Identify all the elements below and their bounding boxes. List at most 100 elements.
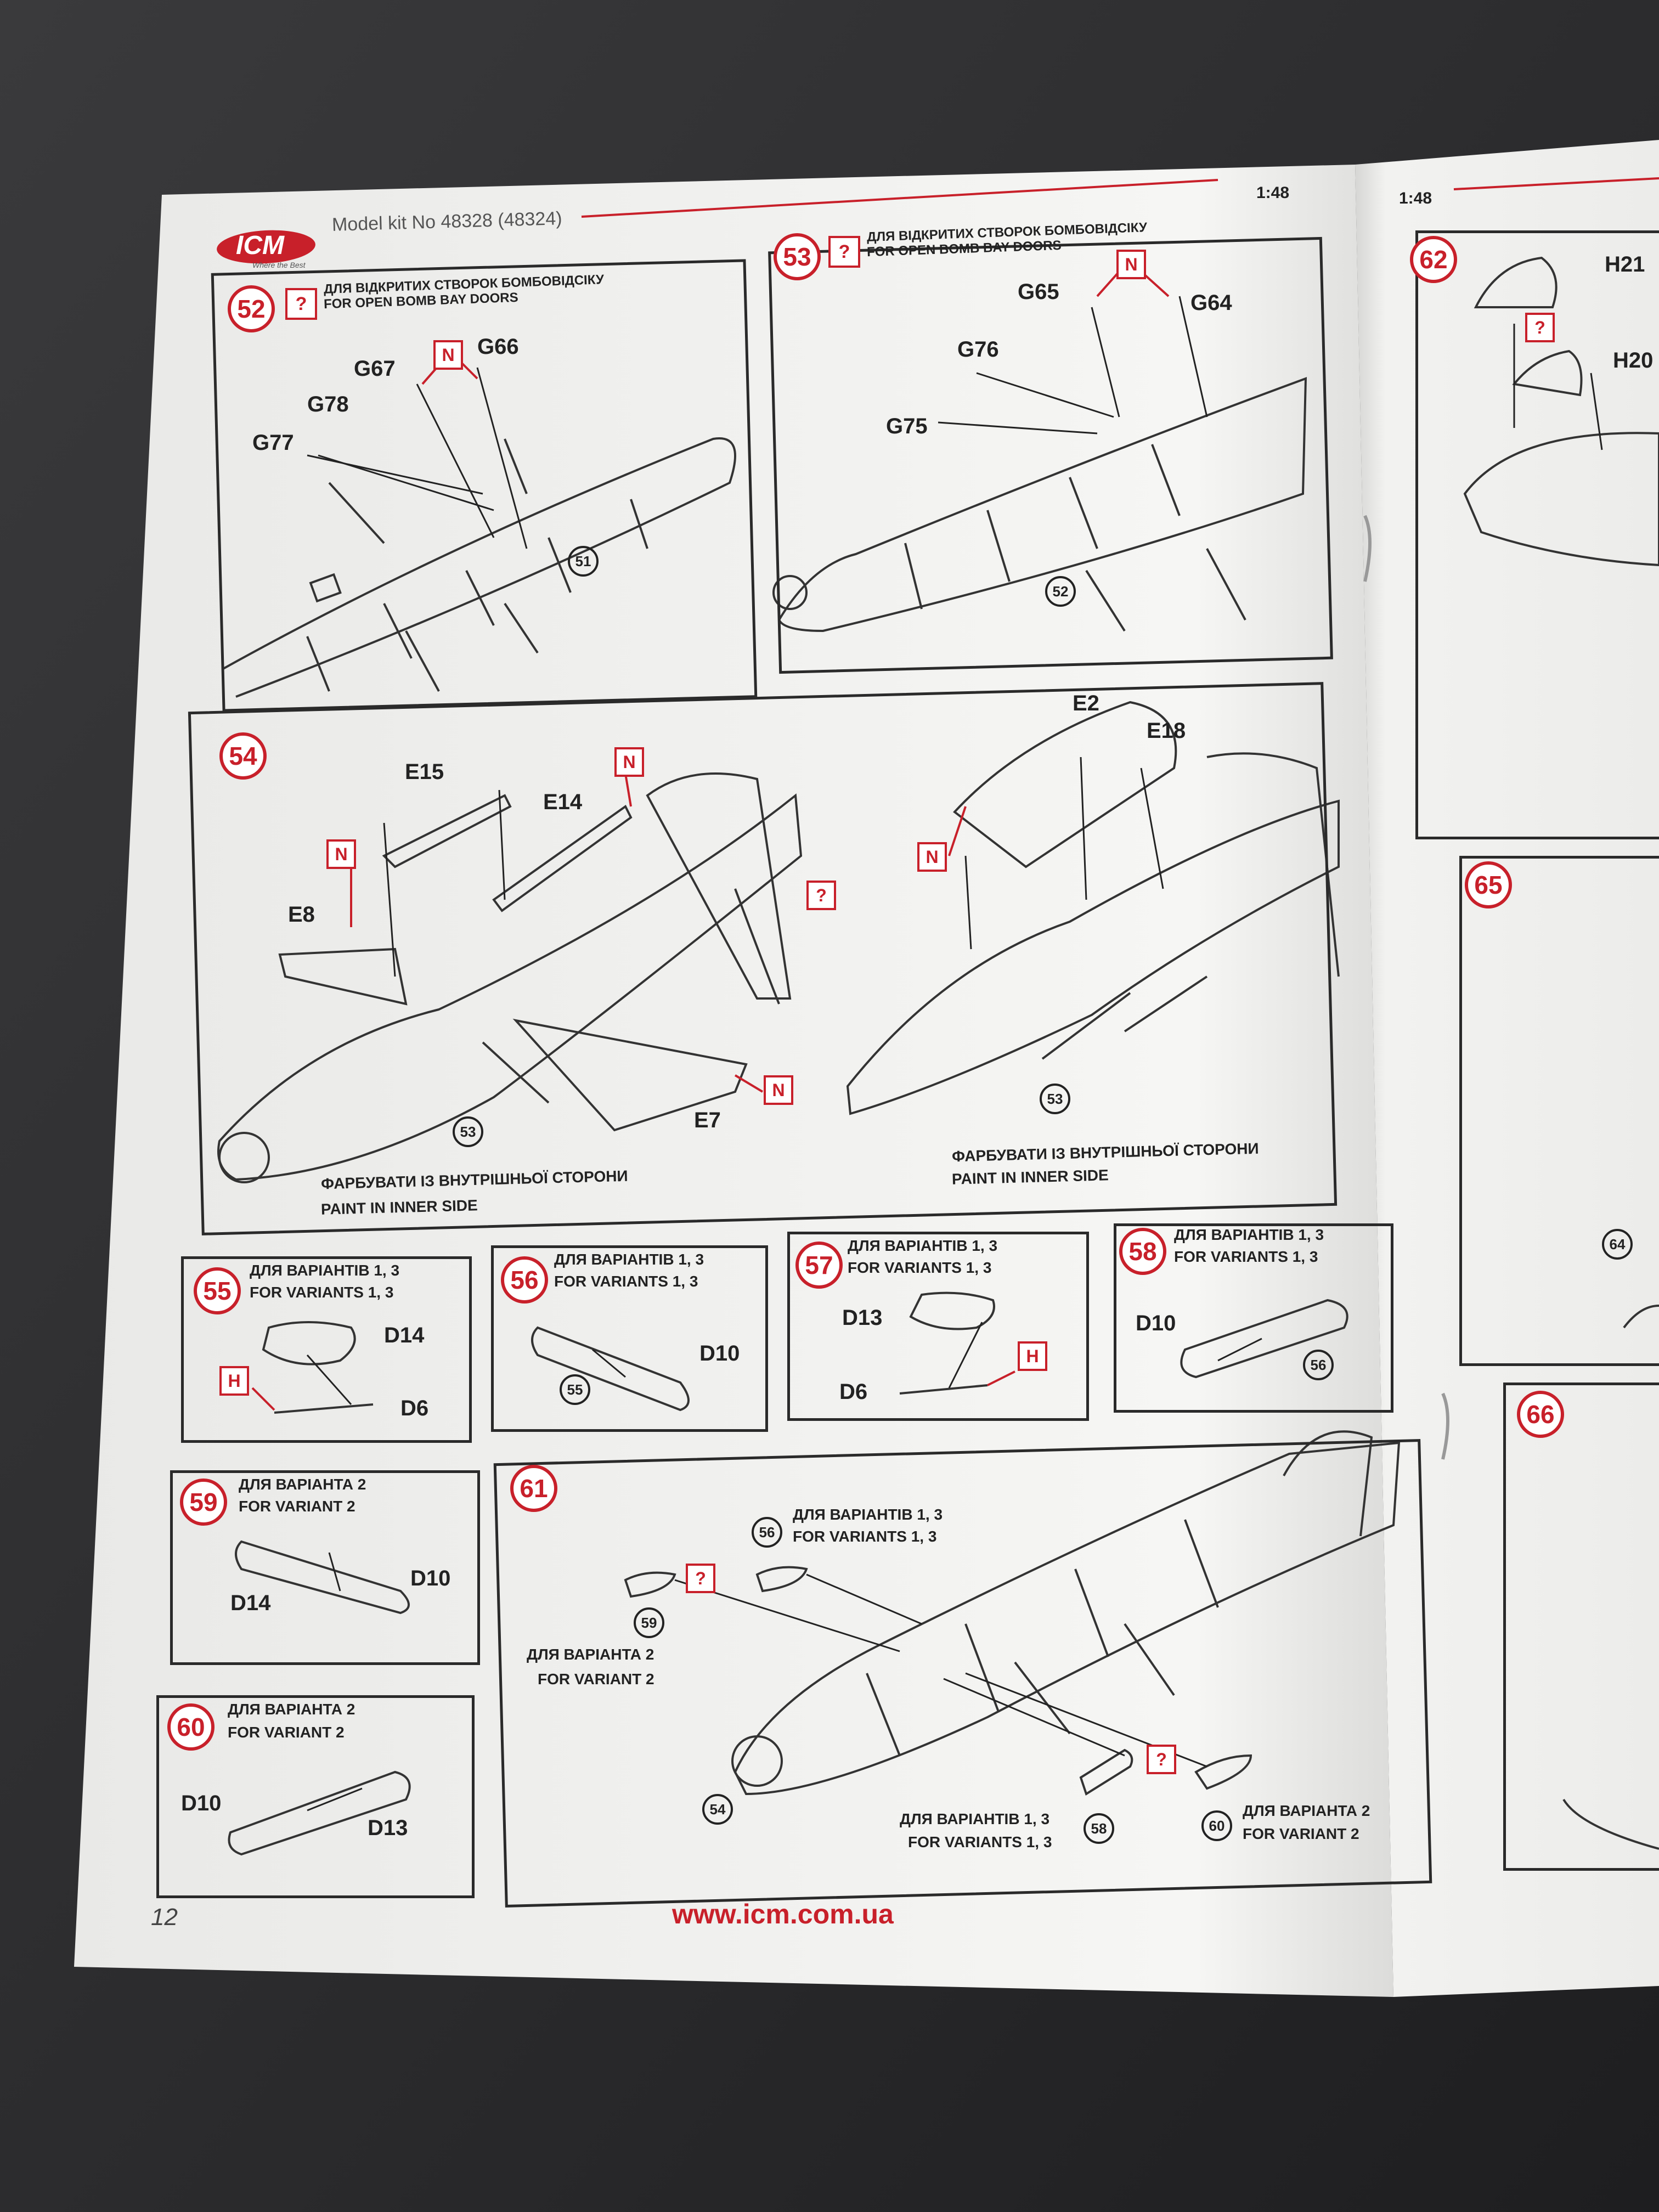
panel-step-62 — [1415, 230, 1659, 839]
step-59-caption-en: FOR VARIANT 2 — [239, 1498, 356, 1515]
step-61-number: 61 — [510, 1465, 557, 1512]
step-66-number: 66 — [1517, 1391, 1564, 1438]
step-61-ref-54: 54 — [702, 1794, 733, 1825]
panel-step-60 — [156, 1695, 475, 1898]
step-61-v13-en-bottom: FOR VARIANTS 1, 3 — [908, 1833, 1052, 1850]
step-55-number: 55 — [194, 1267, 241, 1314]
step-61-v13-ua-bottom: ДЛЯ ВАРІАНТІВ 1, 3 — [900, 1810, 1050, 1827]
step-61-v2-en-bottom: FOR VARIANT 2 — [1243, 1825, 1359, 1842]
step-54-part-e15: E15 — [405, 760, 444, 784]
panel-step-59 — [170, 1470, 480, 1665]
step-53-number: 53 — [774, 233, 821, 280]
step-59-part-d14: D14 — [230, 1591, 271, 1615]
step-54-number: 54 — [219, 732, 267, 780]
panel-step-57 — [787, 1232, 1089, 1421]
step-52-number: 52 — [228, 285, 275, 332]
step-62-part-h21: H21 — [1605, 252, 1645, 276]
step-54-note-mark: ? — [806, 881, 836, 910]
scale-left: 1:48 — [1256, 184, 1290, 202]
step-53-ref: 52 — [1045, 576, 1076, 607]
step-53-part-g76: G76 — [957, 337, 999, 362]
step-54-ref-left: 53 — [453, 1116, 483, 1147]
step-54-part-e18: E18 — [1147, 719, 1186, 743]
step-52-part-g67: G67 — [354, 357, 396, 381]
step-53-part-g75: G75 — [886, 414, 928, 438]
step-57-number: 57 — [795, 1242, 843, 1289]
step-64-ref: 64 — [1602, 1229, 1633, 1260]
step-52-n-mark: N — [433, 340, 463, 370]
step-65-number: 65 — [1465, 861, 1512, 909]
step-61-ref-56: 56 — [752, 1517, 782, 1548]
icm-logo: ICM — [236, 231, 284, 260]
step-54-ref-right: 53 — [1040, 1084, 1070, 1114]
step-56-caption-en: FOR VARIANTS 1, 3 — [554, 1273, 698, 1290]
step-62-note-mark: ? — [1525, 313, 1555, 342]
step-55-h-mark: H — [219, 1366, 249, 1396]
step-61-v13-en-top: FOR VARIANTS 1, 3 — [793, 1528, 937, 1545]
step-53-part-g64: G64 — [1190, 291, 1232, 315]
step-60-caption-en: FOR VARIANT 2 — [228, 1724, 345, 1741]
step-55-caption-ua: ДЛЯ ВАРІАНТІВ 1, 3 — [250, 1262, 400, 1279]
step-62-number: 62 — [1410, 236, 1457, 283]
scale-right: 1:48 — [1399, 189, 1432, 207]
step-54-n-mark-2: N — [614, 747, 644, 777]
page-number: 12 — [151, 1904, 178, 1931]
step-61-note-mark-2: ? — [1147, 1745, 1176, 1774]
website-link: www.icm.com.ua — [672, 1899, 894, 1929]
step-56-part-d10: D10 — [699, 1341, 740, 1365]
step-60-number: 60 — [167, 1703, 215, 1751]
step-57-h-mark: H — [1018, 1341, 1047, 1371]
step-58-part-d10: D10 — [1136, 1311, 1176, 1335]
step-59-part-d10: D10 — [410, 1566, 451, 1590]
step-62-part-h20: H20 — [1613, 348, 1654, 373]
step-54-n-mark-4: N — [917, 842, 947, 872]
step-53-note-mark: ? — [828, 236, 860, 268]
step-52-part-g66: G66 — [477, 335, 519, 359]
step-52-part-g78: G78 — [307, 392, 349, 416]
step-61-ref-60: 60 — [1201, 1810, 1232, 1841]
step-57-part-d6: D6 — [839, 1380, 868, 1404]
panel-step-55 — [181, 1256, 472, 1443]
panel-step-52 — [211, 259, 758, 712]
step-55-part-d6: D6 — [400, 1396, 429, 1420]
step-56-ref: 55 — [560, 1374, 590, 1405]
step-59-caption-ua: ДЛЯ ВАРІАНТА 2 — [239, 1476, 366, 1493]
step-57-caption-en: FOR VARIANTS 1, 3 — [848, 1259, 992, 1276]
step-54-part-e2: E2 — [1073, 691, 1099, 715]
panel-step-56 — [491, 1245, 768, 1432]
step-58-ref: 56 — [1303, 1350, 1334, 1380]
panel-step-66 — [1503, 1383, 1659, 1871]
step-61-ref-59: 59 — [634, 1607, 664, 1638]
step-58-number: 58 — [1119, 1228, 1166, 1275]
model-kit-number: Model kit No 48328 (48324) — [331, 208, 563, 235]
step-58-caption-ua: ДЛЯ ВАРІАНТІВ 1, 3 — [1174, 1226, 1324, 1243]
step-61-ref-58: 58 — [1084, 1813, 1114, 1844]
icm-logo-tagline: Where the Best — [252, 261, 306, 269]
step-61-v13-ua-top: ДЛЯ ВАРІАНТІВ 1, 3 — [793, 1506, 943, 1523]
step-61-note-mark-1: ? — [686, 1564, 715, 1593]
step-61-v2-en-left: FOR VARIANT 2 — [538, 1671, 654, 1688]
step-58-caption-en: FOR VARIANTS 1, 3 — [1174, 1248, 1318, 1265]
step-60-caption-ua: ДЛЯ ВАРІАНТА 2 — [228, 1701, 356, 1718]
step-57-part-d13: D13 — [842, 1306, 883, 1330]
step-53-part-g65: G65 — [1018, 280, 1059, 304]
step-55-part-d14: D14 — [384, 1323, 425, 1347]
step-52-note-mark: ? — [285, 288, 317, 320]
panel-step-58 — [1114, 1223, 1393, 1413]
step-60-part-d10: D10 — [181, 1791, 222, 1815]
step-56-caption-ua: ДЛЯ ВАРІАНТІВ 1, 3 — [554, 1251, 704, 1268]
step-55-caption-en: FOR VARIANTS 1, 3 — [250, 1284, 394, 1301]
step-61-v2-ua-bottom: ДЛЯ ВАРІАНТА 2 — [1243, 1802, 1370, 1819]
step-54-n-mark-1: N — [326, 839, 356, 869]
step-61-v2-ua-left: ДЛЯ ВАРІАНТА 2 — [527, 1646, 654, 1663]
step-53-n-mark: N — [1116, 250, 1146, 279]
step-59-number: 59 — [180, 1479, 227, 1526]
step-52-ref: 51 — [568, 546, 599, 577]
step-54-part-e7: E7 — [694, 1108, 721, 1132]
step-57-caption-ua: ДЛЯ ВАРІАНТІВ 1, 3 — [848, 1237, 998, 1254]
step-54-part-e8: E8 — [288, 902, 315, 927]
step-54-part-e14: E14 — [543, 790, 583, 814]
step-54-n-mark-3: N — [764, 1075, 793, 1105]
step-56-number: 56 — [501, 1256, 548, 1304]
